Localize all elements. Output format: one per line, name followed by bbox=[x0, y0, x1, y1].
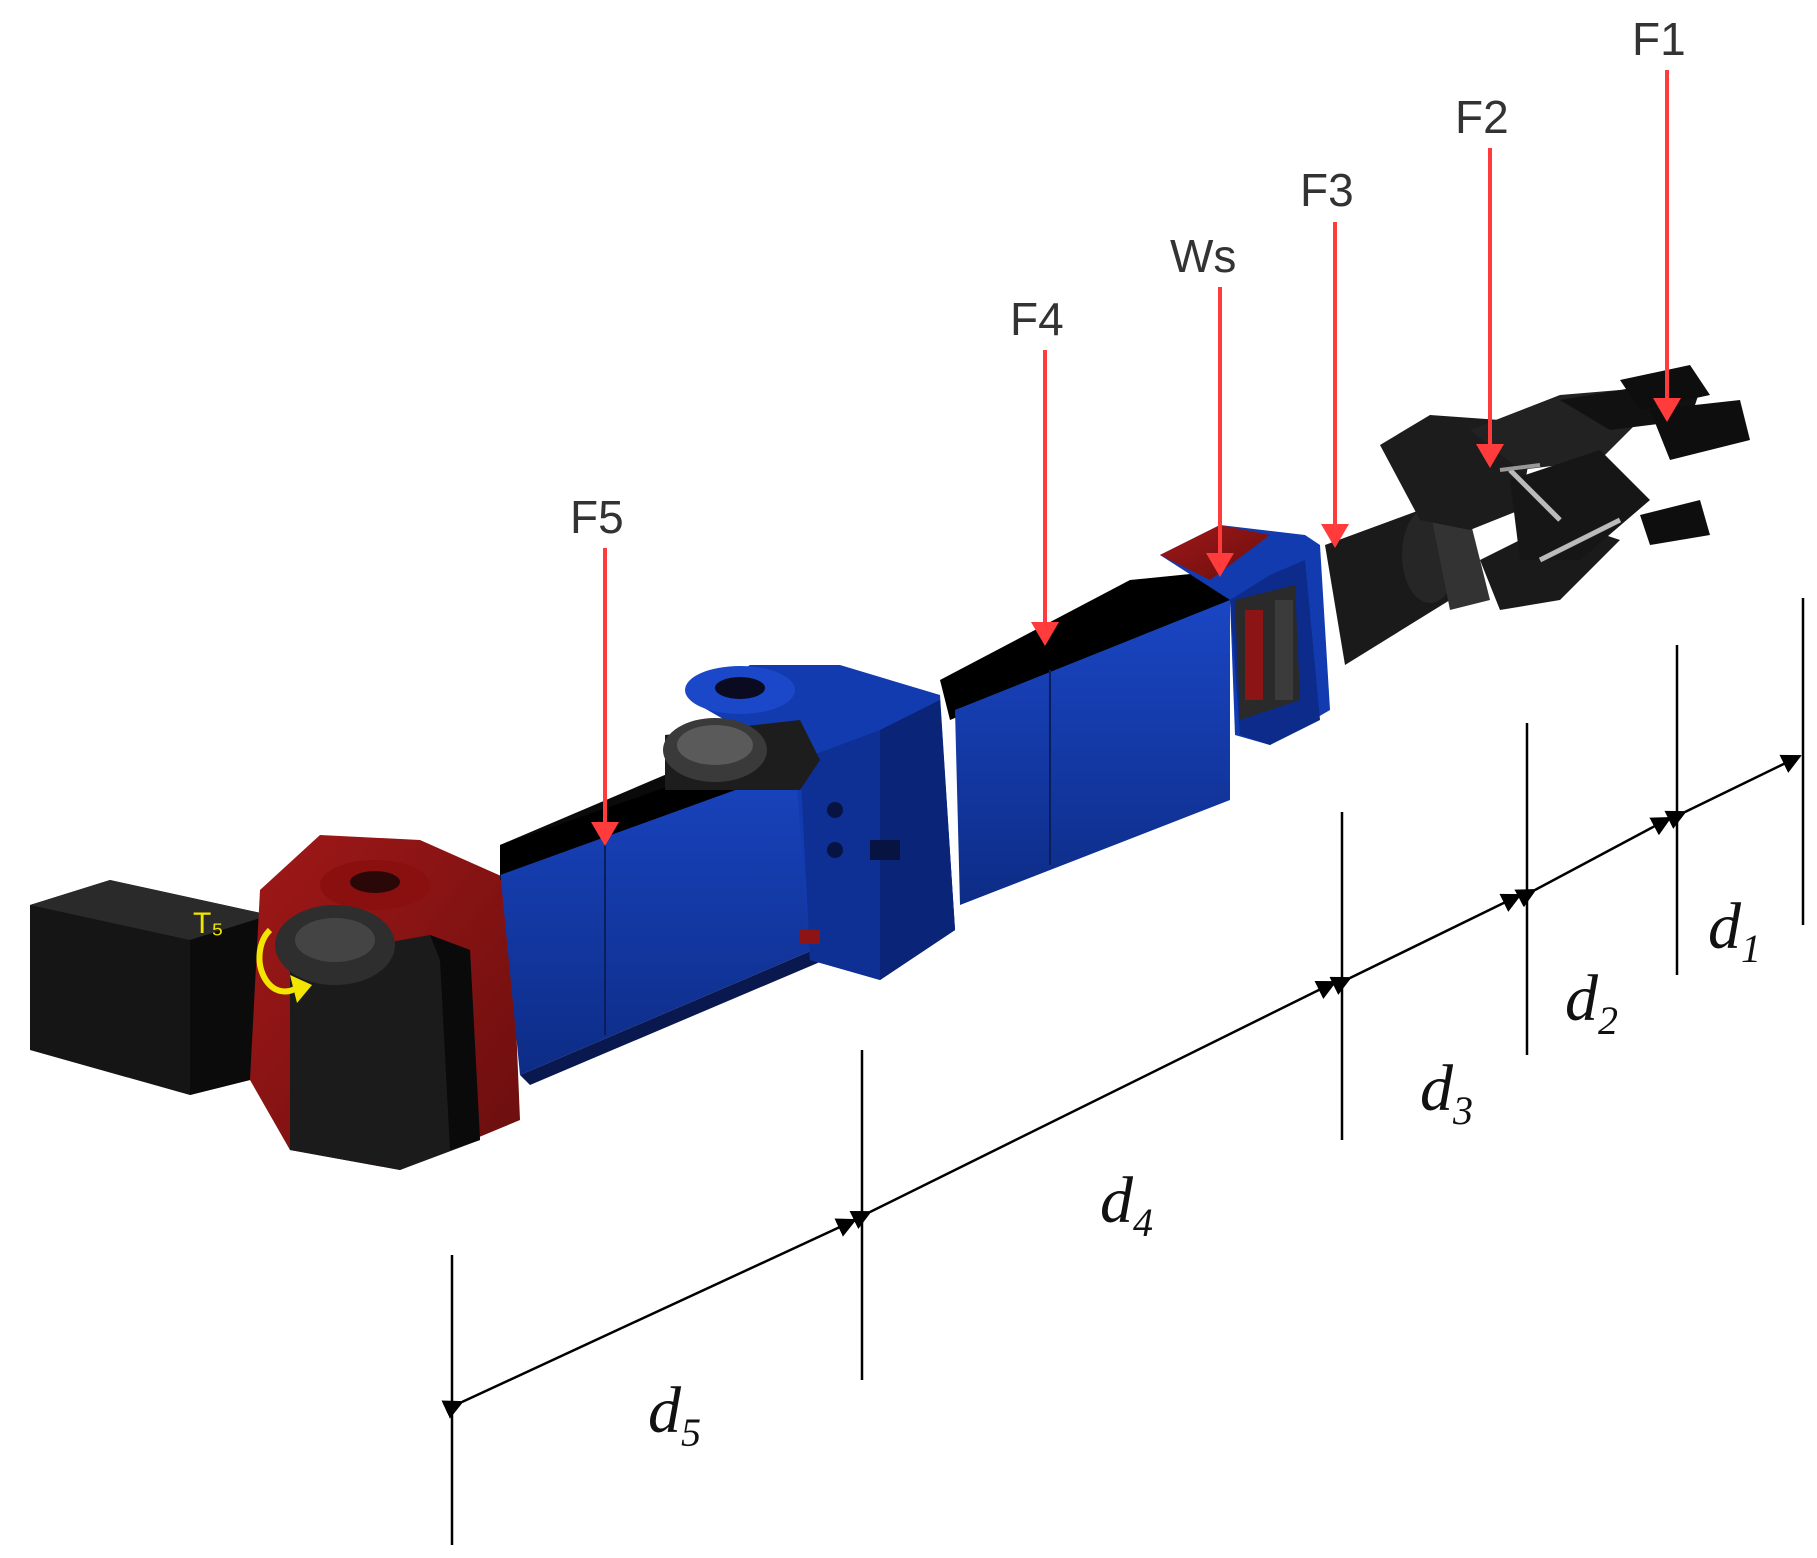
wrist-joint bbox=[1160, 525, 1330, 745]
force-arrow-f1: F1 bbox=[1632, 13, 1686, 422]
dimension-arrow-d2 bbox=[1514, 816, 1672, 908]
force-label-f2: F2 bbox=[1455, 91, 1509, 143]
force-arrow-f2: F2 bbox=[1455, 91, 1509, 468]
upper-link bbox=[940, 570, 1230, 905]
dimension-label-d1: d1 bbox=[1708, 890, 1761, 971]
dimension-label-d2: d2 bbox=[1565, 962, 1618, 1043]
dimension-arrows bbox=[441, 754, 1802, 1419]
dimension-arrow-d5 bbox=[441, 1218, 857, 1419]
curved-arrow-icon bbox=[256, 927, 303, 995]
force-arrows: F1 F2 F3 Ws F4 F5 bbox=[570, 13, 1686, 846]
dimension-label-d4: d4 bbox=[1100, 1164, 1153, 1245]
gripper bbox=[1380, 365, 1750, 610]
force-label-f1: F1 bbox=[1632, 13, 1686, 65]
dimension-label-d5: d5 bbox=[648, 1374, 701, 1455]
force-arrow-f5: F5 bbox=[570, 491, 624, 846]
force-label-f4: F4 bbox=[1010, 293, 1064, 345]
dimension-arrow-d3 bbox=[1329, 893, 1522, 995]
dimension-arrow-d1 bbox=[1664, 754, 1802, 829]
elbow-joint bbox=[663, 665, 955, 980]
force-label-ws: Ws bbox=[1170, 230, 1236, 282]
torque-indicator: T₅ bbox=[193, 907, 312, 1003]
dimension-label-d3: d3 bbox=[1420, 1052, 1473, 1133]
robot-arm: T₅ bbox=[30, 365, 1750, 1170]
force-label-f5: F5 bbox=[570, 491, 624, 543]
force-label-f3: F3 bbox=[1300, 164, 1354, 216]
dimension-labels: d1 d2 d3 d4 d5 bbox=[648, 890, 1761, 1455]
force-arrow-ws: Ws bbox=[1170, 230, 1236, 577]
force-arrow-f3: F3 bbox=[1300, 164, 1354, 548]
torque-label: T₅ bbox=[193, 907, 223, 940]
wrist-motor bbox=[1325, 507, 1490, 665]
base-joint bbox=[250, 835, 520, 1170]
force-arrow-f4: F4 bbox=[1010, 293, 1064, 646]
base-motor bbox=[30, 880, 270, 1095]
dimension-arrow-d4 bbox=[849, 980, 1337, 1229]
